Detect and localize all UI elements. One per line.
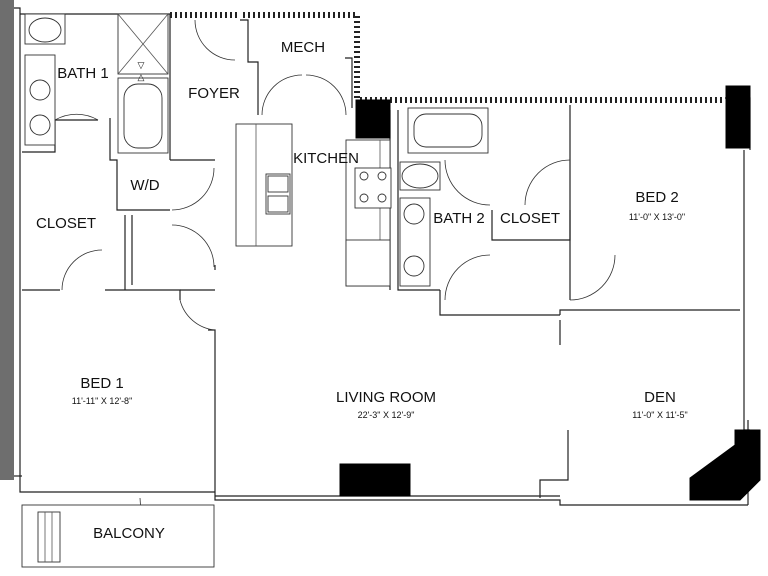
svg-text:▽: ▽: [138, 60, 145, 70]
door-bath2: [444, 159, 491, 206]
door-closet2: [524, 159, 571, 206]
room-name-kitchen: KITCHEN: [293, 150, 359, 167]
balcony-area: [21, 504, 215, 568]
interior-walls: [22, 18, 740, 498]
room-dims-bed1: 11'-11" X 12'-8": [72, 396, 133, 406]
column-den: [689, 429, 761, 501]
bath1-fixtures: ▽ △: [24, 13, 169, 154]
room-name-mech: MECH: [281, 39, 325, 56]
column-mech: [355, 99, 391, 139]
svg-text:△: △: [138, 72, 145, 82]
room-name-closet2: CLOSET: [500, 210, 560, 227]
door-bath2-lower: [444, 254, 491, 301]
room-name-bath1: BATH 1: [57, 65, 108, 82]
room-name-bath2: BATH 2: [433, 210, 484, 227]
column-living: [339, 463, 411, 497]
door-foyer: [194, 19, 236, 61]
room-name-closet1: CLOSET: [36, 215, 96, 232]
door-bed1: [179, 299, 216, 331]
door-bath1: [54, 113, 99, 121]
room-name-foyer: FOYER: [188, 85, 240, 102]
door-mech-right: [305, 74, 347, 116]
door-mech-left: [261, 74, 303, 116]
room-name-living: LIVING ROOM: [336, 389, 436, 406]
structural-columns: [339, 85, 761, 501]
column-bed2: [725, 85, 751, 149]
room-name-wd: W/D: [130, 177, 159, 194]
doors: [54, 19, 616, 539]
door-closet1: [61, 249, 103, 291]
door-closet1b: [171, 224, 215, 268]
room-dims-bed2: 11'-0" X 13'-0": [629, 212, 685, 222]
exterior-wall-left: [0, 0, 14, 480]
kitchen-fixtures: [235, 123, 392, 287]
room-name-bed2: BED 2: [635, 189, 678, 206]
room-name-balcony: BALCONY: [93, 525, 165, 542]
room-name-den: DEN: [644, 389, 676, 406]
bath2-fixtures: [399, 107, 489, 287]
door-wd: [171, 167, 215, 211]
room-dims-den: 11'-0" X 11'-5": [632, 410, 688, 420]
room-name-bed1: BED 1: [80, 375, 123, 392]
door-bed2: [569, 254, 616, 301]
room-dims-living: 22'-3" X 12'-9": [358, 410, 415, 420]
